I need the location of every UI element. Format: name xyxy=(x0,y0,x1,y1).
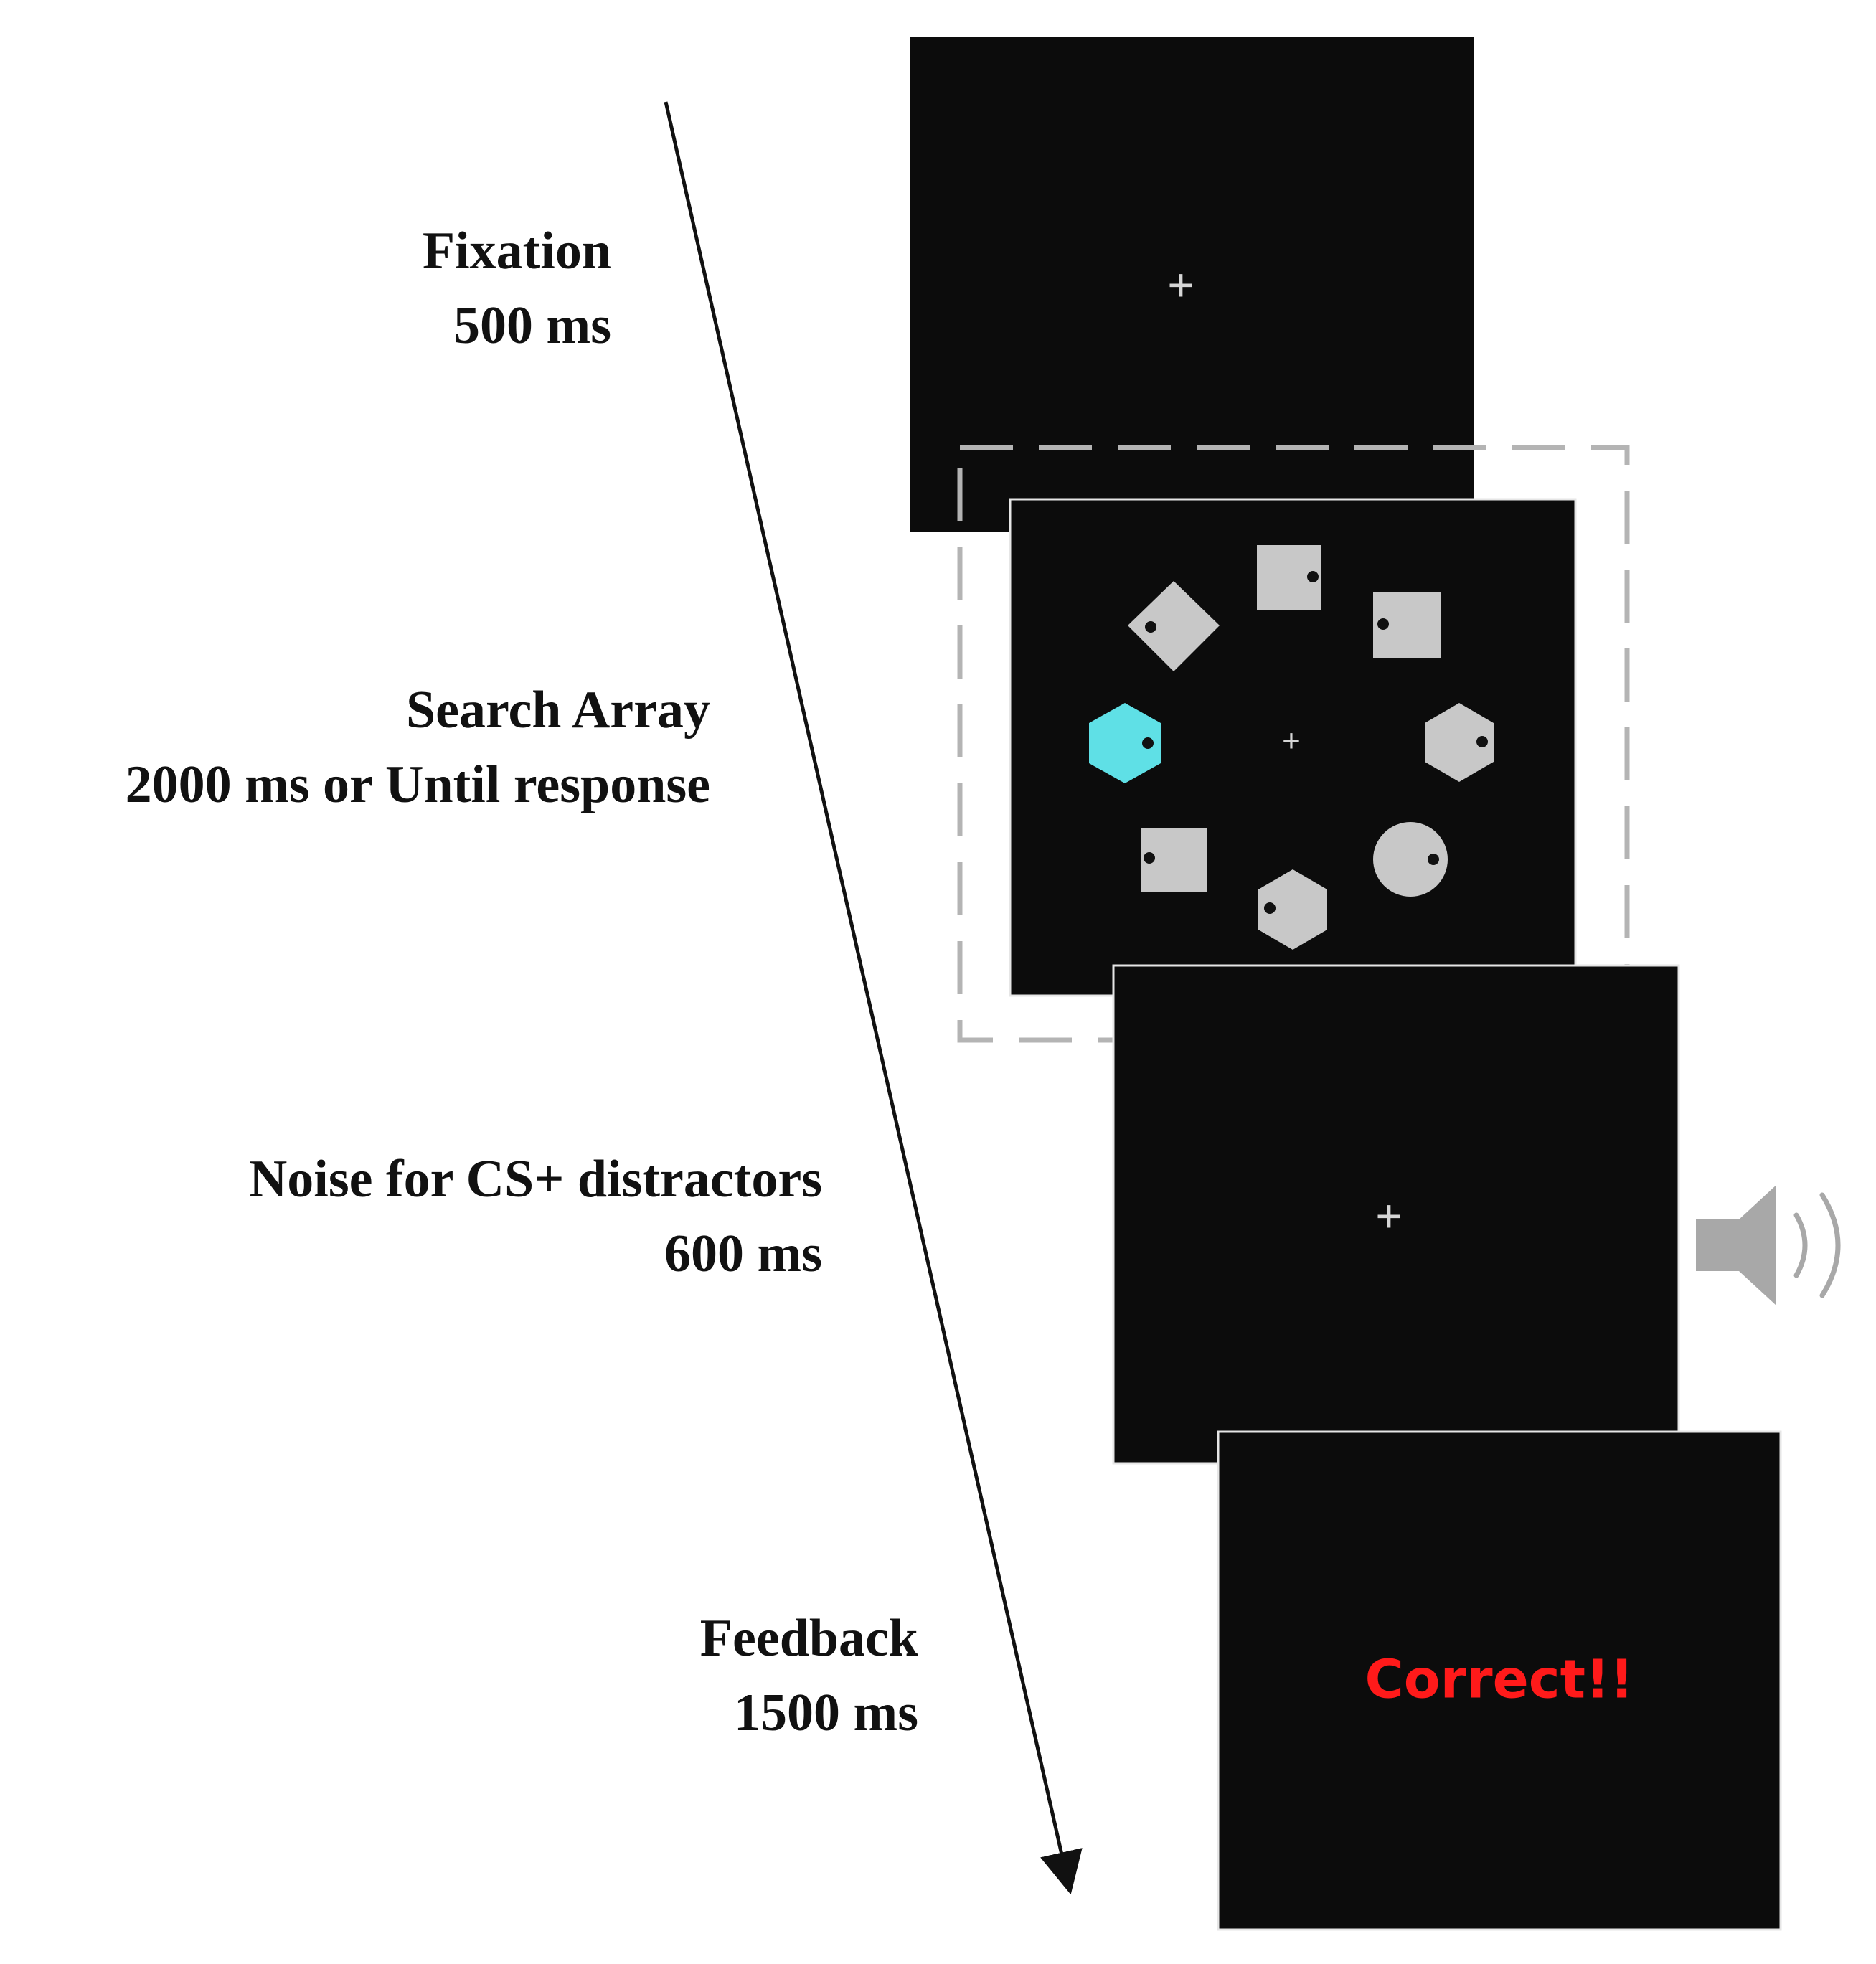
fixation-cross: + xyxy=(1167,259,1194,311)
item-dot xyxy=(1428,854,1439,865)
search-array-screen: + xyxy=(1009,498,1577,997)
screen-background xyxy=(1112,964,1680,1465)
speaker-icon xyxy=(1696,1185,1841,1306)
feedback-screen: Correct!! xyxy=(1217,1430,1782,1931)
fixation-screen: + xyxy=(910,37,1474,532)
stage-name: Feedback xyxy=(700,1609,919,1668)
fixation-cross: + xyxy=(1375,1190,1402,1242)
search-item-hexagon xyxy=(1425,703,1494,782)
item-dot xyxy=(1144,852,1155,864)
fixation-cross: + xyxy=(1282,724,1301,759)
feedback-message: Correct!! xyxy=(1364,1649,1634,1711)
stage-duration: 1500 ms xyxy=(734,1684,918,1742)
search-item-hexagon xyxy=(1258,869,1327,950)
stage-name: Search Array xyxy=(406,681,710,740)
stage-duration: 2000 ms or Until response xyxy=(126,755,710,814)
item-dot xyxy=(1145,621,1156,633)
search-item-square xyxy=(1141,828,1207,892)
search-target-hexagon xyxy=(1089,703,1161,783)
stage-name: Noise for CS+ distractors xyxy=(249,1150,822,1209)
item-dot xyxy=(1377,618,1389,630)
stage-name: Fixation xyxy=(423,222,611,280)
stage-label-feedback: Feedback 1500 ms xyxy=(700,1609,919,1742)
stage-duration: 500 ms xyxy=(453,296,611,355)
timeline-arrow xyxy=(664,101,1083,1895)
noise-screen: + xyxy=(1112,964,1680,1465)
screen-background xyxy=(1217,1430,1782,1931)
search-item-square xyxy=(1257,545,1321,610)
stage-label-search-array: Search Array 2000 ms or Until response xyxy=(126,681,710,814)
search-item-square xyxy=(1373,592,1441,658)
stage-label-fixation: Fixation 500 ms xyxy=(423,222,611,355)
item-dot xyxy=(1142,737,1154,749)
item-dot xyxy=(1476,736,1488,747)
stage-duration: 600 ms xyxy=(664,1224,822,1283)
search-item-diamond xyxy=(1128,581,1220,671)
item-dot xyxy=(1307,571,1319,582)
stage-label-noise: Noise for CS+ distractors 600 ms xyxy=(249,1150,822,1283)
item-dot xyxy=(1264,902,1276,914)
search-item-circle xyxy=(1373,822,1448,897)
